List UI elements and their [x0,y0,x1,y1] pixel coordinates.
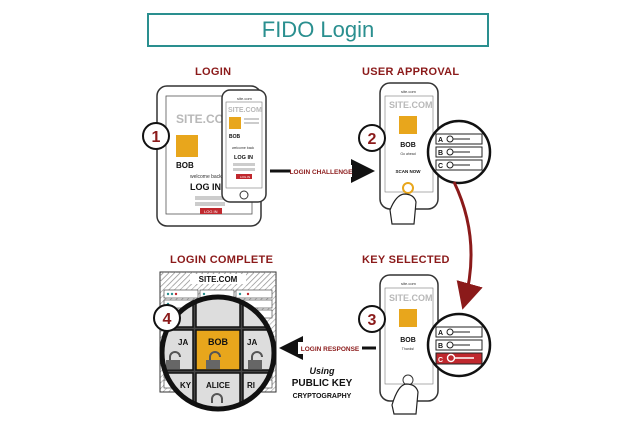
login-response-arrow: LOGIN RESPONSE [279,336,376,360]
crypto-line1: PUBLIC KEY [292,378,353,389]
phone-1-welcome: welcome back [232,146,254,150]
crypto-line2: CRYPTOGRAPHY [293,393,352,400]
ri-cell-label: RI [247,381,255,390]
step-2-badge: 2 [358,124,386,152]
page-title: FIDO Login [147,13,489,47]
phone-2-site: SITE.COM [389,100,433,110]
ja2-cell-label: JA [247,338,257,347]
phone-3-url: site.com [401,281,417,286]
selection-arrow [452,181,483,310]
phone-3-sub: Thanks! [402,347,414,351]
step-1-heading: LOGIN [195,66,232,78]
phone-1-site: SITE.COM [228,107,262,114]
step-3-number: 3 [368,312,377,329]
phone-2-sub: Go ahead [400,152,415,156]
login-response-label: LOGIN RESPONSE [301,346,360,353]
phone-1-login-heading: LOG IN [234,155,253,161]
key-a-label: A [438,137,443,144]
phone-2-avatar [399,116,417,134]
phone-3-site: SITE.COM [389,293,433,303]
tablet-login-button [200,208,222,214]
key-a-label-2: A [438,330,443,337]
phone-1-user: BOB [229,134,241,140]
crypto-caption: Using PUBLIC KEY CRYPTOGRAPHY [292,366,353,400]
alice-cell [195,372,241,409]
bob-cell [195,329,241,371]
server-site-label: SITE.COM [199,275,238,284]
tablet-user-name: BOB [176,161,194,170]
phone-1-url: site.com [237,96,253,101]
phone-3: site.com SITE.COM BOB Thanks! [379,274,439,415]
phone-2-url: site.com [401,89,417,94]
selected-key-icon [446,353,474,363]
bob-cell-label: BOB [208,337,229,347]
tablet-welcome-text: welcome back [190,174,222,180]
step-4-heading: LOGIN COMPLETE [170,254,274,266]
key-slots-step3: A B C [426,312,492,378]
login-challenge-arrow: LOGIN CHALLENGE [270,159,375,183]
crypto-using: Using [309,366,335,376]
ja-cell-label: JA [178,338,188,347]
step-3-heading: KEY SELECTED [362,254,450,266]
unlocked-lock-icon [209,351,221,362]
locked-lock-icon [211,393,223,403]
key-c-label: C [438,163,443,170]
phone-1: site.com SITE.COM BOB welcome back LOG I… [221,89,267,203]
phone-2-user: BOB [400,142,416,149]
phone-2-scan: SCAN NOW [396,169,422,174]
tablet-avatar [176,135,198,157]
magnifier: BOB ALICE JA JA KY RI [159,294,277,412]
step-1-badge: 1 [142,122,170,150]
finger-icon-2 [391,383,419,415]
step-2-heading: USER APPROVAL [362,66,460,78]
finger-icon [389,193,417,225]
alice-cell-label: ALICE [206,381,231,390]
phone-1-login-button [236,174,252,179]
key-b-label: B [438,150,443,157]
phone-1-avatar [229,117,241,129]
step-2-number: 2 [368,131,377,148]
phone-3-user: BOB [400,337,416,344]
phone-1-login-button-label: LOG IN [240,175,250,179]
ky-cell-label: KY [180,381,192,390]
step-1-number: 1 [152,129,161,146]
login-challenge-label: LOGIN CHALLENGE [290,169,353,176]
tablet-login-heading: LOG IN [190,182,221,192]
step-4-number: 4 [163,311,172,328]
step-3-badge: 3 [358,305,386,333]
tablet-login-button-label: LOG IN [204,209,218,214]
step-4-badge: 4 [153,304,181,332]
key-b-label-2: B [438,343,443,350]
phone-3-avatar [399,309,417,327]
tablet-site-text: SITE.COM [176,112,234,126]
key-slots-step2: A B C [426,119,492,185]
key-c-label-2: C [438,357,443,364]
